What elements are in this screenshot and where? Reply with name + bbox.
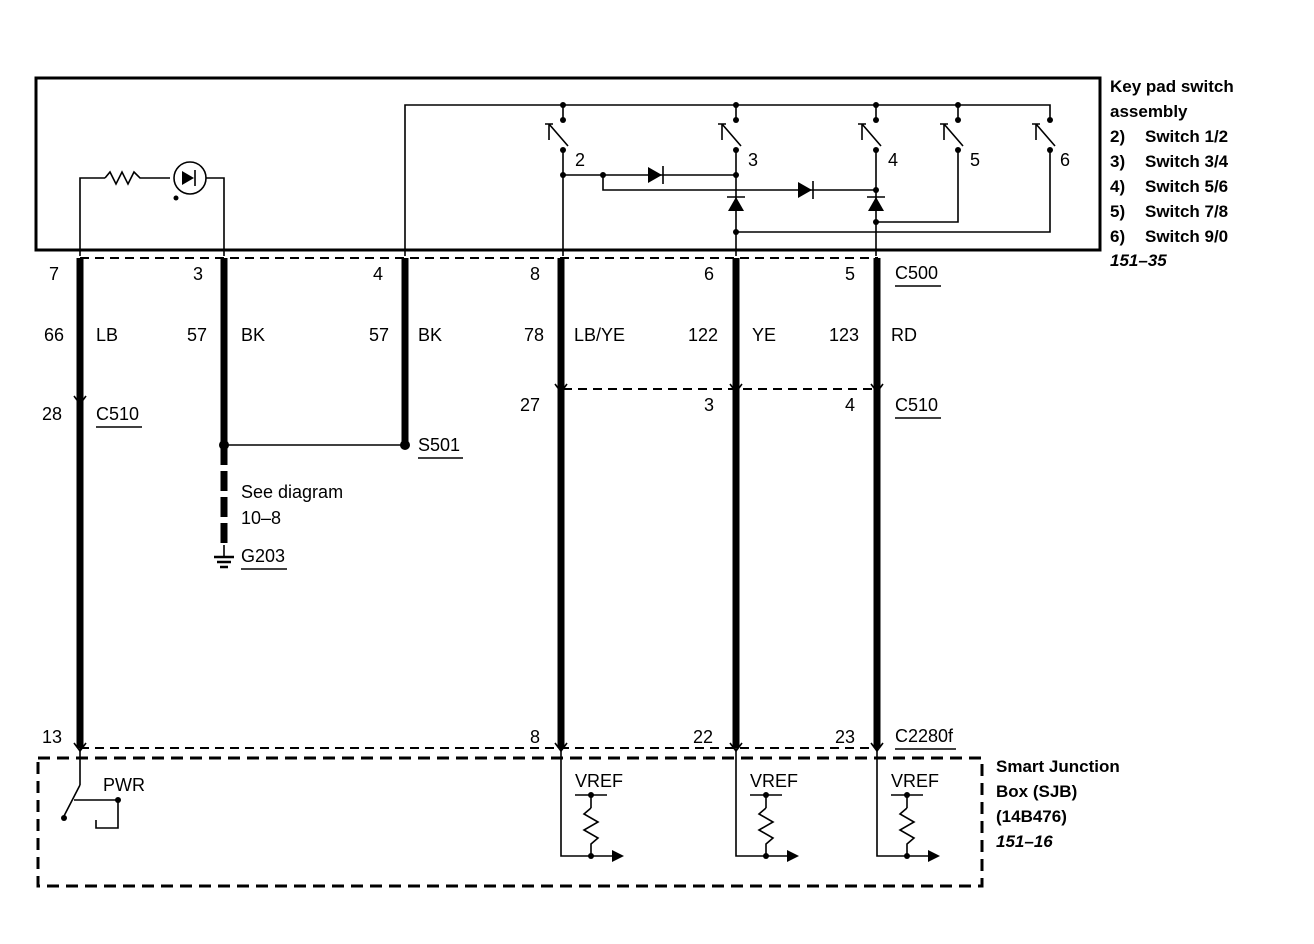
switch-number-label: 5 (970, 150, 980, 170)
switch-legend-num: 2) (1110, 127, 1125, 146)
pin-top-label: 8 (530, 264, 540, 284)
wire-color: RD (891, 325, 917, 345)
wire-color: LB (96, 325, 118, 345)
pin-top-label: 3 (193, 264, 203, 284)
switch-legend-name: Switch 5/6 (1145, 177, 1228, 196)
pin-top-label: 6 (704, 264, 714, 284)
pin-bottom-label: 22 (693, 727, 713, 747)
switch-legend-num: 3) (1110, 152, 1125, 171)
connector-c2280f-label: C2280f (895, 726, 954, 746)
wire-color: YE (752, 325, 776, 345)
pin-top-label: 4 (373, 264, 383, 284)
see-diagram-line2: 10–8 (241, 508, 281, 528)
sjb-label-line2: Box (SJB) (996, 782, 1077, 801)
switch-legend-num: 4) (1110, 177, 1125, 196)
pin-bottom-label: 13 (42, 727, 62, 747)
switch-legend-num: 6) (1110, 227, 1125, 246)
circuit-number: 122 (688, 325, 718, 345)
switch-legend-name: Switch 1/2 (1145, 127, 1228, 146)
sjb-vref-label: VREF (891, 771, 939, 791)
pin-mid-label: 27 (520, 395, 540, 415)
wire-color: BK (418, 325, 442, 345)
pin-mid-label: 4 (845, 395, 855, 415)
pin-bottom-label: 8 (530, 727, 540, 747)
sjb-label-line3: (14B476) (996, 807, 1067, 826)
ground-g203-label: G203 (241, 546, 285, 566)
pin-top-label: 7 (49, 264, 59, 284)
switch-legend-num: 5) (1110, 202, 1125, 221)
keypad-title-line1: Key pad switch (1110, 77, 1234, 96)
keypad-internal-circuit (79, 102, 1056, 256)
connector-c510-right-label: C510 (895, 395, 938, 415)
sjb-box (36, 756, 984, 888)
sjb-ref: 151–16 (996, 832, 1053, 851)
see-diagram-line1: See diagram (241, 482, 343, 502)
sjb-internal-circuit (61, 748, 940, 862)
pin-mid-label: 3 (704, 395, 714, 415)
switch-legend-name: Switch 7/8 (1145, 202, 1228, 221)
wire-color: BK (241, 325, 265, 345)
wire-harness (73, 258, 884, 753)
pin-top-label: 5 (845, 264, 855, 284)
sjb-vref-label: VREF (750, 771, 798, 791)
keypad-ref: 151–35 (1110, 251, 1167, 270)
switch-legend-name: Switch 3/4 (1145, 152, 1229, 171)
sjb-label-line1: Smart Junction (996, 757, 1120, 776)
connector-c500-label: C500 (895, 263, 938, 283)
keypad-switch-legend: 2) Switch 1/2 3) Switch 3/4 4) Switch 5/… (1110, 127, 1229, 246)
pin-mid-label: 28 (42, 404, 62, 424)
circuit-number: 123 (829, 325, 859, 345)
switch-number-label: 4 (888, 150, 898, 170)
connector-c510-left-label: C510 (96, 404, 139, 424)
keypad-assembly-box (34, 76, 1102, 252)
switch-legend-name: Switch 9/0 (1145, 227, 1228, 246)
circuit-number: 57 (369, 325, 389, 345)
circuit-number: 78 (524, 325, 544, 345)
pin-bottom-label: 23 (835, 727, 855, 747)
wire-color: LB/YE (574, 325, 625, 345)
sjb-vref-label: VREF (575, 771, 623, 791)
circuit-number: 57 (187, 325, 207, 345)
splice-s501-label: S501 (418, 435, 460, 455)
circuit-number: 66 (44, 325, 64, 345)
switch-number-label: 6 (1060, 150, 1070, 170)
switch-number-label: 2 (575, 150, 585, 170)
switch-number-label: 3 (748, 150, 758, 170)
sjb-pwr-label: PWR (103, 775, 145, 795)
keypad-title-line2: assembly (1110, 102, 1188, 121)
splice-s501-dot (400, 440, 410, 450)
